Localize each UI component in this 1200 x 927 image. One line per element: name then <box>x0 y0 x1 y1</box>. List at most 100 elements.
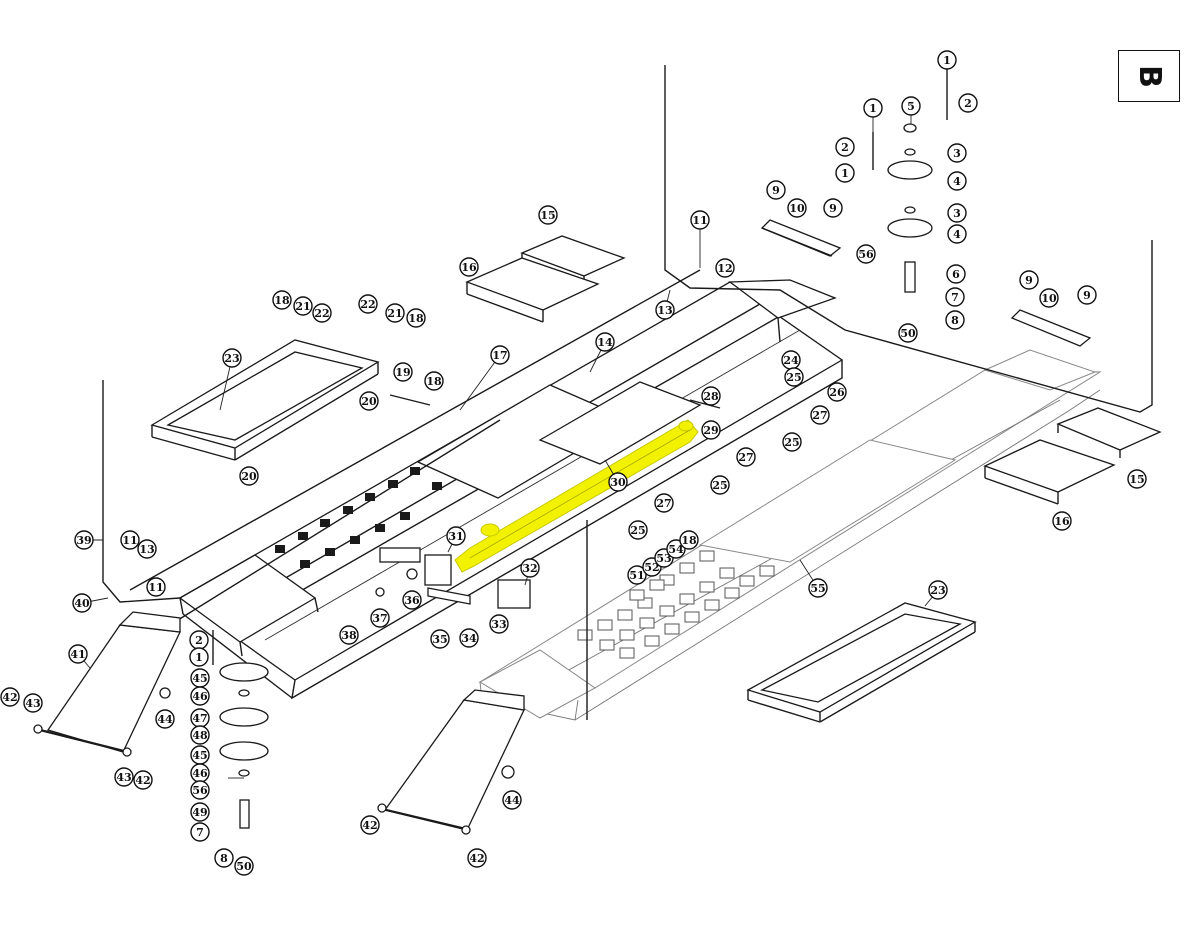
callout-number: 9 <box>1083 289 1091 302</box>
callout-circle <box>72 593 92 613</box>
callout-15: 15 <box>1127 469 1147 489</box>
callout-number: 44 <box>157 713 173 726</box>
callout-circle <box>239 466 259 486</box>
callout-circle <box>214 848 234 868</box>
callout-number: 18 <box>426 375 442 388</box>
callout-number: 42 <box>362 819 377 832</box>
callout-circle <box>628 520 648 540</box>
callout-number: 18 <box>408 312 424 325</box>
callout-51: 51 <box>627 565 647 585</box>
slot-blocks <box>275 467 442 568</box>
callout-number: 39 <box>76 534 91 547</box>
callout-36: 36 <box>402 590 422 610</box>
callout-10: 10 <box>1039 288 1059 308</box>
callout-25: 25 <box>782 432 802 452</box>
callout-14: 14 <box>595 332 615 352</box>
callout-number: 9 <box>772 184 780 197</box>
callout-number: 17 <box>492 349 507 362</box>
callout-number: 37 <box>372 612 387 625</box>
callout-number: 3 <box>953 147 961 160</box>
hydraulic-lines <box>102 65 1153 720</box>
callout-8: 8 <box>214 848 234 868</box>
callout-13: 13 <box>655 300 675 320</box>
callout-30: 30 <box>608 472 628 492</box>
callout-27: 27 <box>810 405 830 425</box>
callout-number: 48 <box>192 729 208 742</box>
callout-20: 20 <box>239 466 259 486</box>
callout-circle <box>856 244 876 264</box>
callout-number: 7 <box>951 291 959 304</box>
callout-circle <box>393 362 413 382</box>
callout-circle <box>502 790 522 810</box>
callout-circle <box>359 391 379 411</box>
callout-circle <box>402 590 422 610</box>
callout-number: 43 <box>25 697 40 710</box>
right-runway <box>478 349 1102 721</box>
callout-circle <box>898 323 918 343</box>
callout-circle <box>190 780 210 800</box>
callout-number: 36 <box>404 594 420 607</box>
callout-20: 20 <box>359 391 379 411</box>
callout-number: 22 <box>314 307 329 320</box>
callout-26: 26 <box>827 382 847 402</box>
callout-number: 6 <box>952 268 960 281</box>
callout-56: 56 <box>190 780 210 800</box>
callout-number: 41 <box>70 648 85 661</box>
callout-number: 27 <box>738 451 753 464</box>
callout-number: 31 <box>448 530 463 543</box>
page-letter: B <box>1131 64 1167 88</box>
callout-circle <box>360 815 380 835</box>
callout-number: 8 <box>220 852 228 865</box>
callout-number: 9 <box>829 202 837 215</box>
callout-circle <box>190 822 210 842</box>
callout-number: 43 <box>116 771 131 784</box>
callout-number: 2 <box>195 634 203 647</box>
callout-number: 56 <box>858 248 874 261</box>
callout-circle <box>424 371 444 391</box>
callout-number: 1 <box>869 102 877 115</box>
callout-1: 1 <box>863 98 883 118</box>
callout-number: 45 <box>192 672 207 685</box>
callout-42: 42 <box>133 770 153 790</box>
callout-circle <box>1052 511 1072 531</box>
callout-number: 12 <box>717 262 732 275</box>
callout-number: 25 <box>784 436 799 449</box>
callout-11: 11 <box>146 577 166 597</box>
callout-11: 11 <box>120 530 140 550</box>
callout-circle <box>782 432 802 452</box>
callout-number: 11 <box>148 581 163 594</box>
callout-number: 15 <box>540 209 555 222</box>
callout-2: 2 <box>835 137 855 157</box>
callout-circle <box>787 198 807 218</box>
callout-circle <box>520 558 540 578</box>
callout-number: 24 <box>783 354 799 367</box>
callout-number: 20 <box>241 470 257 483</box>
callout-circle <box>74 530 94 550</box>
callout-number: 23 <box>930 584 945 597</box>
callout-3: 3 <box>947 203 967 223</box>
callout-number: 38 <box>341 629 357 642</box>
callout-number: 54 <box>668 543 684 556</box>
callout-number: 15 <box>1129 473 1144 486</box>
callout-number: 4 <box>953 228 961 241</box>
callout-circle <box>946 264 966 284</box>
callout-circle <box>490 345 510 365</box>
callout-circle <box>370 608 390 628</box>
callout-number: 42 <box>469 852 484 865</box>
callout-13: 13 <box>137 539 157 559</box>
callout-circle <box>446 526 466 546</box>
callout-circle <box>133 770 153 790</box>
callout-3: 3 <box>947 143 967 163</box>
callout-49: 49 <box>190 802 210 822</box>
callout-number: 2 <box>964 97 972 110</box>
callout-41: 41 <box>68 644 88 664</box>
callout-23: 23 <box>928 580 948 600</box>
callout-circle <box>1039 288 1059 308</box>
callout-circle <box>810 405 830 425</box>
callout-55: 55 <box>808 578 828 598</box>
callout-number: 22 <box>360 298 375 311</box>
callout-circle <box>835 163 855 183</box>
callout-number: 11 <box>122 534 137 547</box>
callout-48: 48 <box>190 725 210 745</box>
